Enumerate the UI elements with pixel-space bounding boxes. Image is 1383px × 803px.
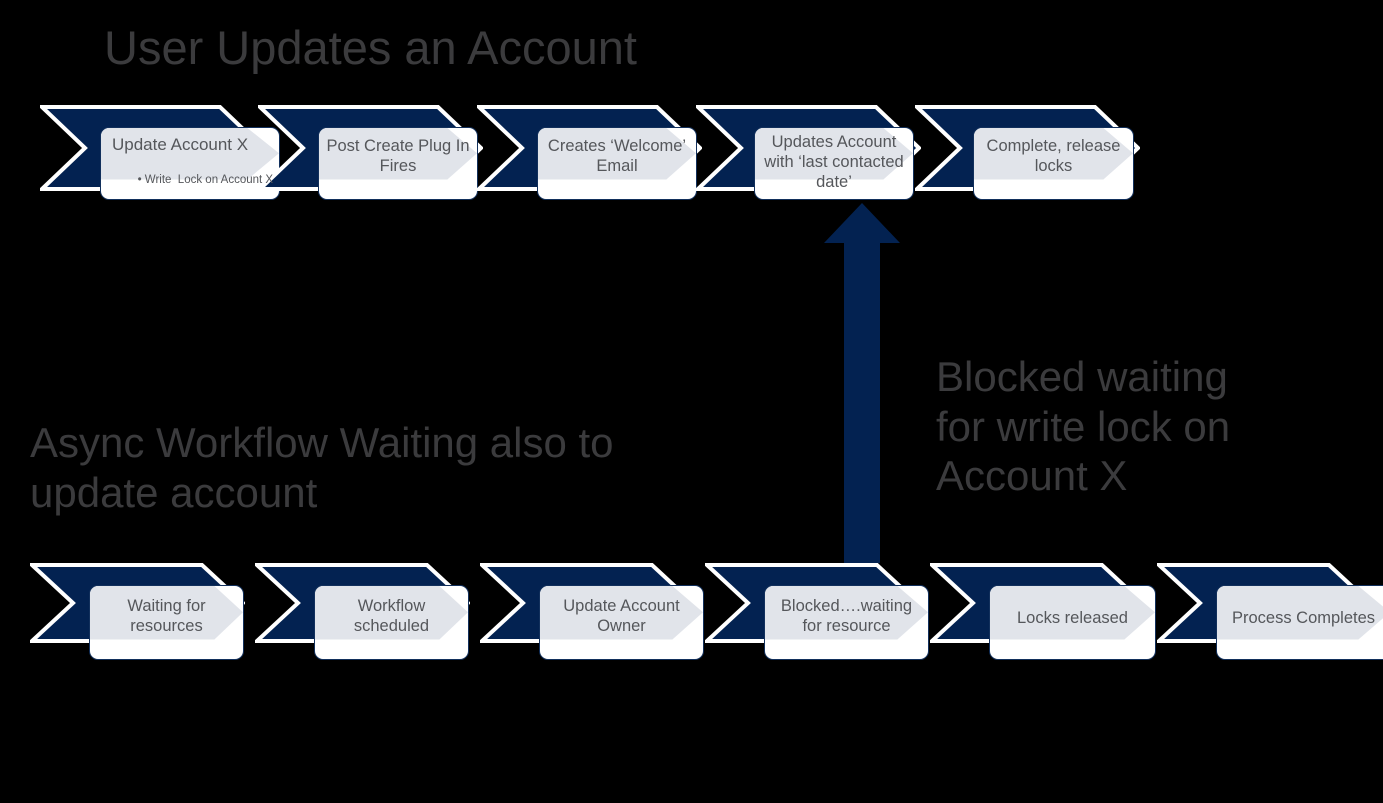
step-card[interactable]: Process Completes [1216, 585, 1383, 660]
card-chevron-shading [315, 586, 468, 640]
bottom-step-workflow-scheduled[interactable]: Workflow scheduled [255, 563, 495, 661]
step-card[interactable]: Update Account X • Write Lock on Account… [100, 127, 280, 200]
step-card[interactable]: Creates ‘Welcome’ Email [537, 127, 697, 200]
bottom-step-update-account-owner[interactable]: Update Account Owner [480, 563, 720, 661]
step-card[interactable]: Blocked….waiting for resource [764, 585, 929, 660]
step-label: Locks released [1017, 609, 1128, 627]
top-step-creates-welcome-email[interactable]: Creates ‘Welcome’ Email [477, 105, 717, 200]
card-chevron-shading [1217, 586, 1383, 640]
async-track-label: Async Workflow Waiting also to update ac… [30, 419, 614, 516]
bottom-step-blocked-waiting-for-resource[interactable]: Blocked….waiting for resource [705, 563, 945, 661]
step-heading: Update Account X [112, 135, 249, 154]
top-step-update-account-x[interactable]: Update Account X • Write Lock on Account… [40, 105, 280, 200]
card-chevron-shading [974, 128, 1133, 180]
step-card[interactable]: Post Create Plug In Fires [318, 127, 478, 200]
bottom-step-locks-released[interactable]: Locks released [930, 563, 1170, 661]
card-chevron-shading [101, 128, 279, 180]
card-chevron-shading [765, 586, 928, 640]
top-step-complete-release-locks[interactable]: Complete, release locks [915, 105, 1155, 200]
step-label: Updates Account with ‘last contacted dat… [764, 133, 904, 192]
bottom-step-waiting-for-resources[interactable]: Waiting for resources [30, 563, 270, 661]
step-card[interactable]: Workflow scheduled [314, 585, 469, 660]
bottom-step-process-completes[interactable]: Process Completes [1157, 563, 1383, 661]
step-label: Workflow scheduled [353, 597, 430, 636]
card-chevron-shading [990, 586, 1155, 640]
step-bullet: • Write Lock on Account X [112, 160, 274, 199]
step-label: Complete, release locks [986, 137, 1121, 176]
card-chevron-shading [90, 586, 243, 640]
blocked-annotation: Blocked waiting for write lock on Accoun… [936, 353, 1231, 500]
block-arrow-icon [824, 203, 900, 563]
step-label: Process Completes [1231, 609, 1376, 627]
step-label: Post Create Plug In Fires [326, 137, 470, 176]
bullet-text: Write Lock on Account X [144, 173, 274, 186]
card-chevron-shading [319, 128, 477, 180]
step-label: Blocked….waiting for resource [780, 597, 913, 636]
step-label: Waiting for resources [127, 597, 206, 636]
card-chevron-shading [540, 586, 703, 640]
card-chevron-shading [538, 128, 696, 180]
step-label: Update Account Owner [563, 597, 680, 636]
step-card[interactable]: Locks released [989, 585, 1156, 660]
bullet-marker: • [137, 173, 145, 186]
top-step-post-create-plugin-fires[interactable]: Post Create Plug In Fires [258, 105, 498, 200]
step-card[interactable]: Update Account Owner [539, 585, 704, 660]
step-label: Creates ‘Welcome’ Email [547, 137, 687, 176]
step-card[interactable]: Complete, release locks [973, 127, 1134, 200]
page-title: User Updates an Account [104, 21, 637, 74]
top-step-updates-account-last-contacted-date[interactable]: Updates Account with ‘last contacted dat… [696, 105, 936, 200]
card-chevron-shading [755, 128, 913, 180]
step-card[interactable]: Waiting for resources [89, 585, 244, 660]
step-card[interactable]: Updates Account with ‘last contacted dat… [754, 127, 914, 200]
